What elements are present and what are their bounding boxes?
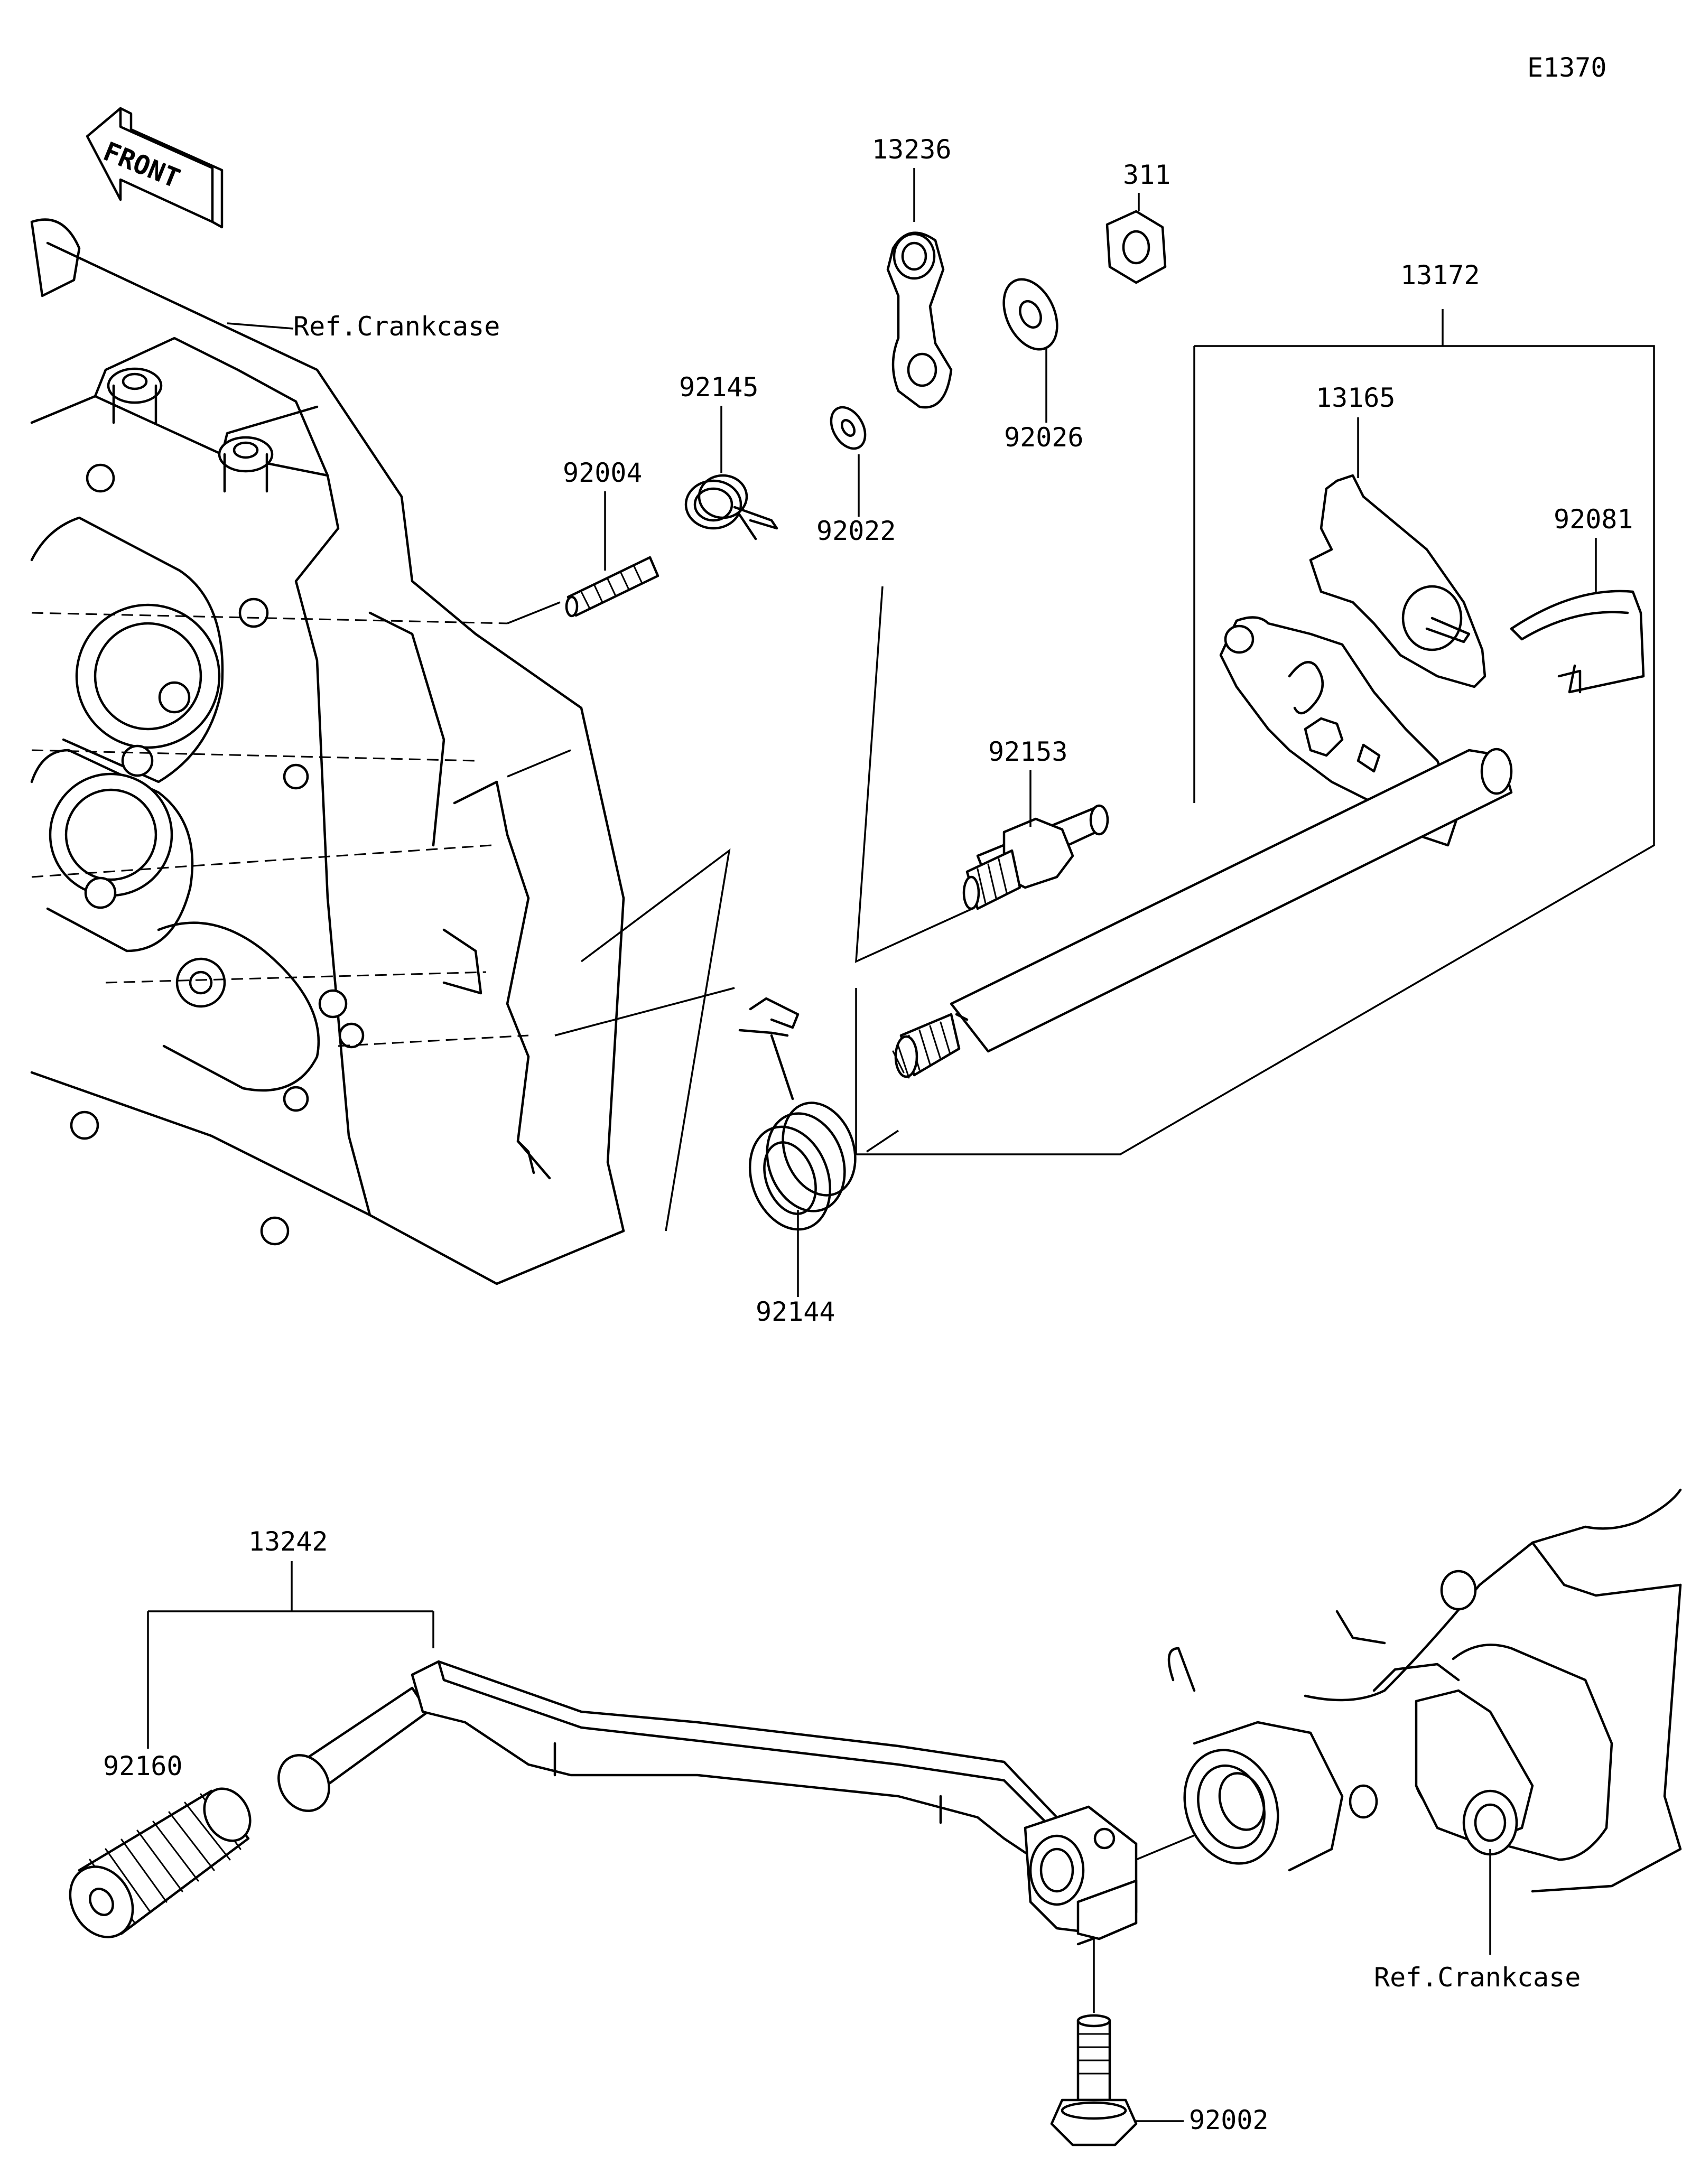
label-92145: 92145 bbox=[679, 372, 759, 403]
crankcase-left-drawing bbox=[30, 218, 625, 1285]
label-13172: 13172 bbox=[1400, 260, 1480, 291]
label-13165: 13165 bbox=[1316, 382, 1396, 413]
washer-92022-drawing bbox=[830, 406, 867, 450]
shift-shaft-drawing bbox=[892, 616, 1513, 1079]
bracket-13172 bbox=[855, 309, 1655, 1155]
label-311: 311 bbox=[1123, 160, 1170, 190]
spring-92144-drawing bbox=[738, 997, 857, 1231]
front-arrow-icon: FRONT bbox=[86, 107, 224, 229]
label-92022: 92022 bbox=[816, 516, 896, 546]
label-92002: 92002 bbox=[1189, 2105, 1269, 2135]
alignment-lines bbox=[31, 586, 973, 1231]
washer-92026-drawing bbox=[1002, 278, 1058, 351]
bolt-92002-drawing bbox=[1050, 1939, 1138, 2146]
spring-92145-drawing bbox=[684, 474, 778, 540]
stud-92153-drawing bbox=[962, 804, 1109, 910]
clip-92081-drawing bbox=[1510, 590, 1645, 694]
label-92004: 92004 bbox=[563, 458, 643, 488]
label-92081: 92081 bbox=[1554, 504, 1633, 535]
ref-crankcase-bottom-label: Ref.Crankcase bbox=[1374, 1962, 1581, 1993]
nut-311-drawing bbox=[1105, 210, 1167, 284]
label-92026: 92026 bbox=[1004, 422, 1084, 453]
label-13242: 13242 bbox=[248, 1526, 328, 1557]
shift-pedal-13242-drawing bbox=[277, 1660, 1200, 1946]
diagram-code: E1370 bbox=[1527, 52, 1607, 83]
lever-13236-drawing bbox=[886, 231, 953, 409]
ref-crankcase-top-label: Ref.Crankcase bbox=[293, 311, 500, 342]
label-92153: 92153 bbox=[988, 736, 1068, 767]
label-92144: 92144 bbox=[756, 1296, 835, 1327]
label-13236: 13236 bbox=[872, 134, 952, 165]
stud-92004-drawing bbox=[565, 556, 659, 618]
crankcase-right-drawing bbox=[1167, 1488, 1682, 1893]
plate-13165-drawing bbox=[1309, 474, 1486, 688]
footpeg-rubber-92160-drawing bbox=[69, 1787, 252, 1938]
label-92160: 92160 bbox=[103, 1751, 183, 1781]
